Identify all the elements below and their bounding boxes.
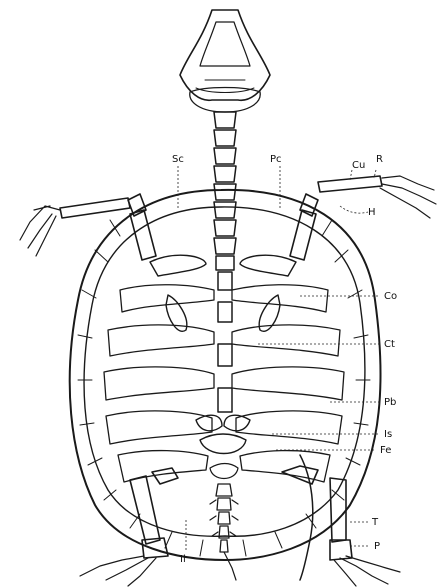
label-il: Il <box>180 554 186 565</box>
label-co: Co <box>384 291 397 302</box>
label-r: R <box>376 154 383 165</box>
label-ct: Ct <box>384 339 395 350</box>
label-p: P <box>374 541 380 552</box>
left-forelimb <box>20 194 156 260</box>
label-fe: Fe <box>380 445 391 456</box>
left-hindlimb <box>80 468 178 586</box>
pectoral-girdle <box>150 255 296 331</box>
costal-plates <box>104 285 344 482</box>
leader-lines <box>178 166 380 550</box>
vertebral-column <box>210 112 238 580</box>
label-t: T <box>371 517 379 528</box>
label-h: H <box>368 207 376 218</box>
label-cu: Cu <box>352 160 365 171</box>
skull <box>180 10 270 112</box>
label-sc: Sc <box>172 154 184 165</box>
carapace <box>70 190 381 560</box>
label-pc: Pc <box>270 154 282 165</box>
label-pb: Pb <box>384 397 396 408</box>
label-is: Is <box>384 429 392 440</box>
right-forelimb <box>290 176 436 260</box>
